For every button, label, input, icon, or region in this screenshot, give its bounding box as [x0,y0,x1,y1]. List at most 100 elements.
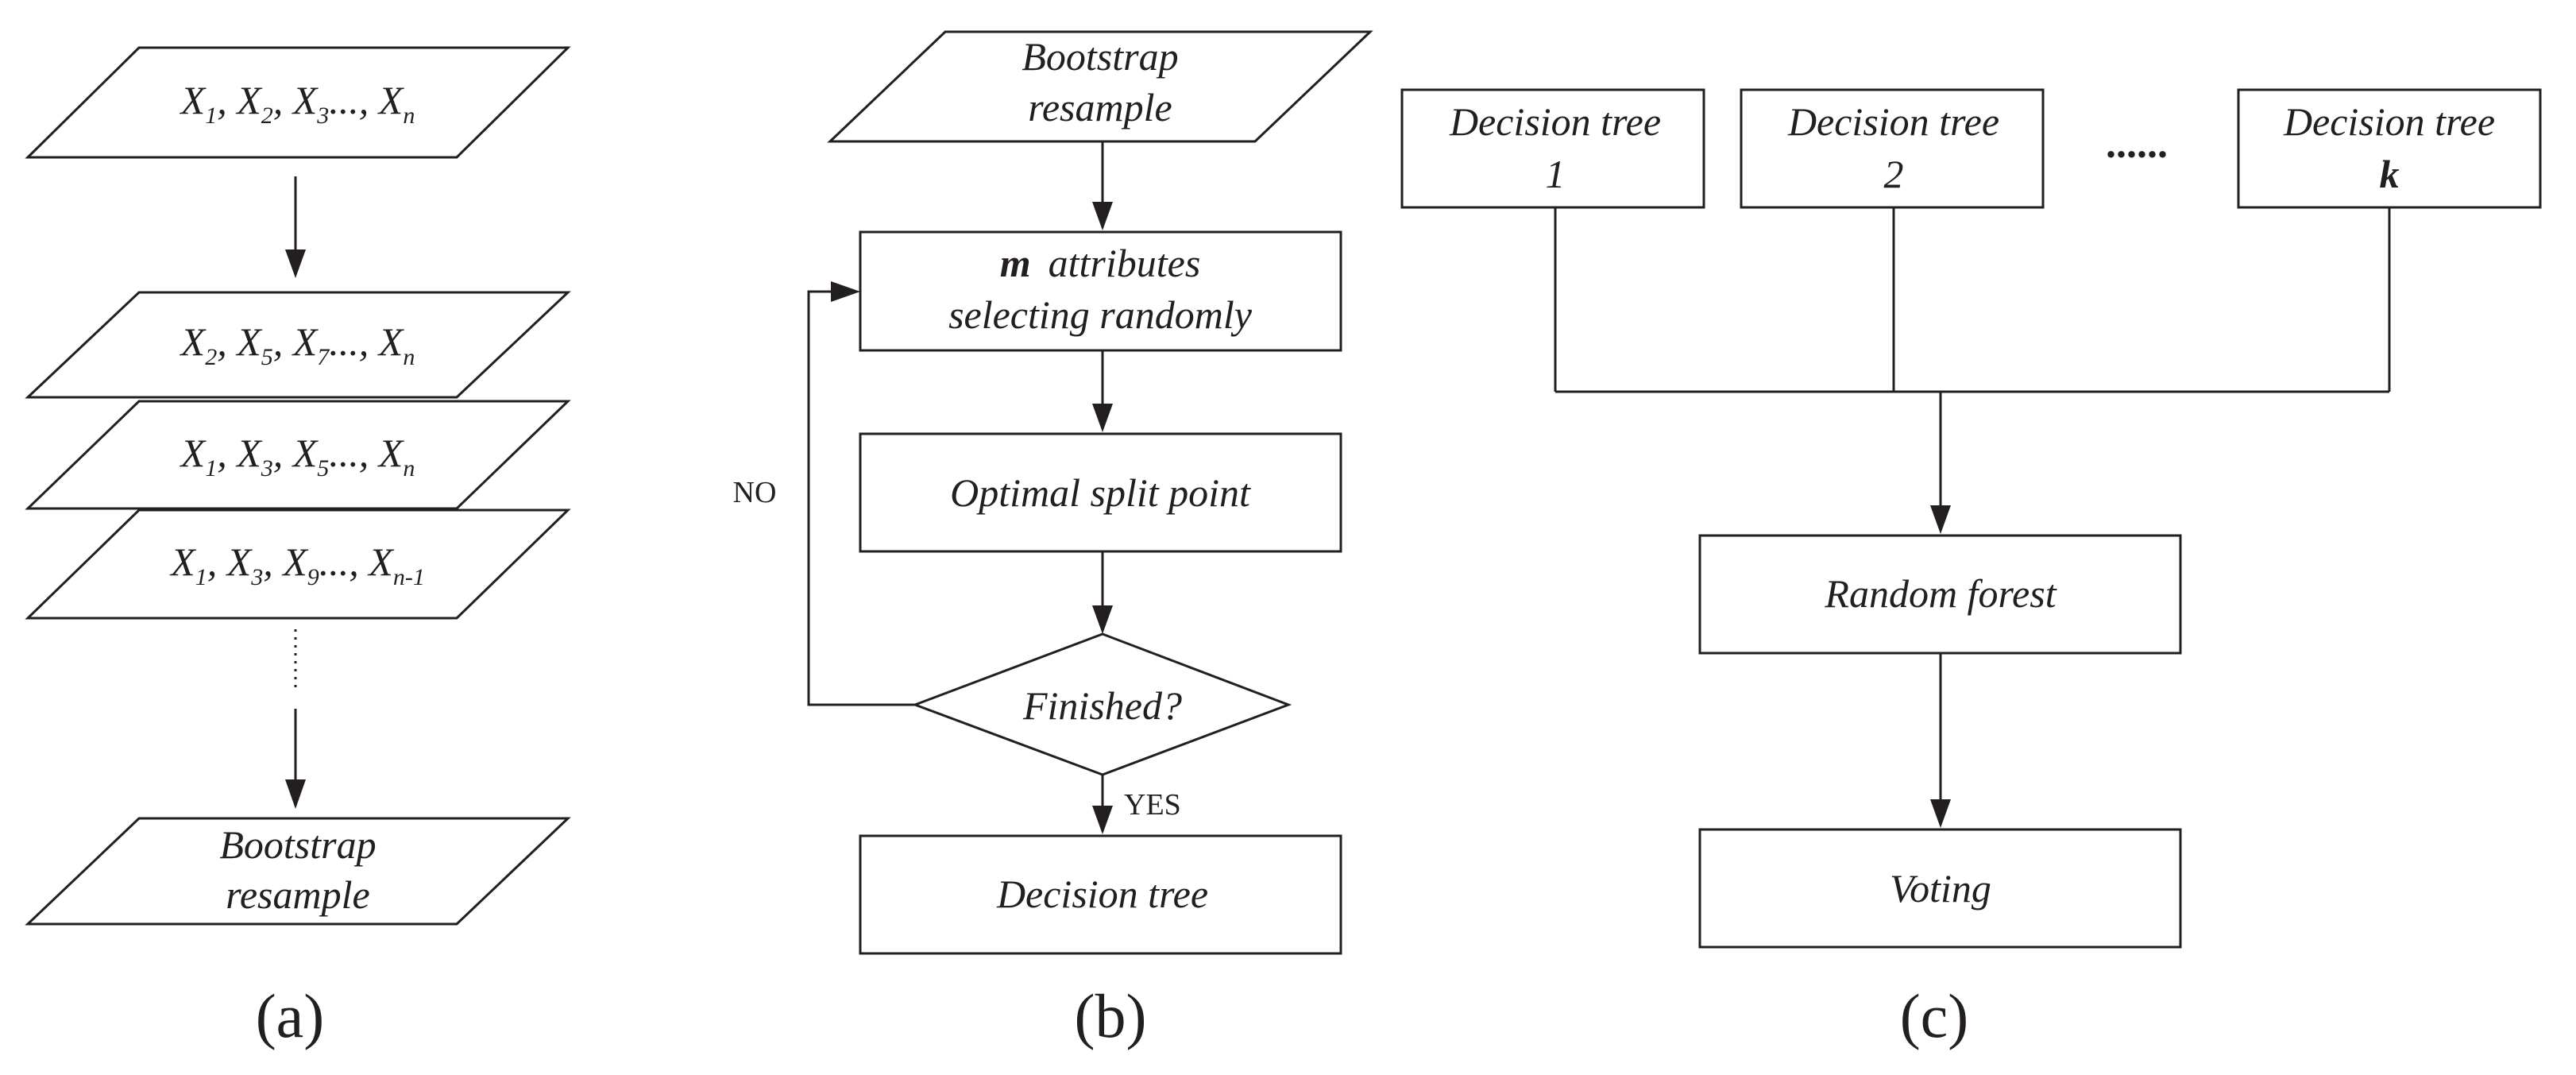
decision-tree-k-line1: Decision tree [2283,99,2495,144]
arrow-yes-head [1092,806,1113,834]
no-loop-arrowhead [831,281,860,302]
variable-separator: ..., [319,539,369,584]
decision-tree-output-box [859,834,1342,955]
variable-separator: , [217,319,237,364]
variable-separator: , [207,539,227,584]
variable-letter: X [377,431,405,475]
sample-set-3-label: X1, X3, X9..., Xn-1 [169,539,425,590]
arrow-c2-head [1930,799,1951,828]
variable-subscript: 3 [316,102,329,129]
decision-tree-2-line1: Decision tree [1787,99,1999,144]
optimal-split-label: Optimal split point [950,470,1251,515]
attribute-selection-line2: selecting randomly [948,292,1253,337]
bootstrap-resample-a-line1: Bootstrap [219,822,376,867]
decision-tree-k-line2: k [2380,152,2400,196]
variable-separator: , [273,78,293,122]
attribute-count-m: m [1000,241,1031,285]
sample-set-1-shape [25,291,571,399]
decision-tree-output-label: Decision tree [996,872,1208,916]
variable-letter: X [292,78,319,122]
bootstrap-resample-b-line1: Bootstrap [1022,34,1178,79]
variable-letter: X [292,431,319,475]
variable-subscript: n [403,344,415,370]
variable-letter: X [367,539,395,584]
variable-subscript: 1 [205,455,217,481]
attribute-selection-box [859,230,1342,352]
variable-letter: X [169,539,197,584]
variable-letter: X [235,319,263,364]
variable-separator: ..., [329,78,379,122]
bootstrap-resample-b-shape [827,30,1373,143]
decision-tree-2-box [1740,88,2045,209]
attribute-word: attributes [1049,241,1201,285]
variable-subscript: 3 [250,564,263,590]
arrow-a2-head [285,779,306,809]
finished-decision-label: Finished? [1022,683,1182,728]
decision-tree-1-line1: Decision tree [1449,99,1661,144]
original-dataset-shape [25,46,571,159]
panel-a: X1, X2, X3..., Xn X2, X5, X7..., Xn X1, … [25,46,571,1050]
bootstrap-resample-a-line2: resample [226,872,369,917]
variable-letter: X [377,78,405,122]
variable-subscript: 2 [261,102,273,129]
decision-tree-1-line2: 1 [1546,152,1566,196]
variable-letter: X [235,431,263,475]
trees-ellipsis: ...... [2106,122,2168,167]
voting-label: Voting [1890,866,1991,911]
arrow-b2-head [1092,404,1113,432]
arrow-b1-head [1092,202,1113,230]
variable-letter: X [180,431,207,475]
variable-subscript: n [403,102,415,129]
variable-letter: X [226,539,253,584]
variable-letter: X [180,319,207,364]
variable-letter: X [281,539,309,584]
sample-set-3-shape [25,508,571,620]
optimal-split-box [859,432,1342,553]
variable-letter: X [377,319,405,364]
variable-subscript: n-1 [393,564,425,590]
variable-subscript: 9 [307,564,319,590]
sample-set-2-shape [25,400,571,510]
finished-decision-diamond [911,632,1292,776]
caption-c: (c) [1900,981,1969,1050]
panel-b: Bootstrap resample m attributes selecting… [733,30,1373,1050]
variable-separator: , [217,78,237,122]
decision-tree-k-box [2237,88,2542,209]
variable-separator: , [217,431,237,475]
bootstrap-resample-a-shape [25,817,571,926]
yes-label: YES [1124,788,1181,822]
caption-a: (a) [256,981,325,1050]
arrow-b3-head [1092,605,1113,634]
variable-separator: ..., [329,319,379,364]
variable-subscript: n [403,455,415,481]
original-dataset-label: X1, X2, X3..., Xn [180,78,415,129]
variable-letter: X [292,319,319,364]
arrow-a1-head [285,249,306,278]
random-forest-box [1698,534,2182,655]
variable-subscript: 7 [317,344,330,370]
variable-letter: X [180,78,207,122]
voting-box [1698,828,2182,949]
variable-subscript: 1 [195,564,207,590]
variable-letter: X [235,78,263,122]
decision-tree-2-line2: 2 [1884,152,1904,196]
decision-tree-1-box [1400,88,1705,209]
random-forest-label: Random forest [1824,571,2057,616]
variable-subscript: 5 [261,344,273,370]
variable-separator: , [273,319,293,364]
no-loop-line [807,290,915,706]
variable-subscript: 2 [205,344,217,370]
sample-set-1-label: X2, X5, X7..., Xn [180,319,415,370]
no-label: NO [733,476,777,509]
variable-separator: , [263,539,283,584]
variable-subscript: 1 [205,102,217,129]
bootstrap-resample-b-line2: resample [1028,85,1172,130]
arrow-c1-head [1930,505,1951,534]
panel-c: Decision tree 1 Decision tree 2 ...... D… [1400,88,2542,1050]
attribute-selection-line1: m attributes [1000,241,1201,285]
caption-b: (b) [1075,981,1147,1050]
variable-subscript: 3 [261,455,273,481]
variable-separator: , [273,431,293,475]
variable-subscript: 5 [317,455,329,481]
